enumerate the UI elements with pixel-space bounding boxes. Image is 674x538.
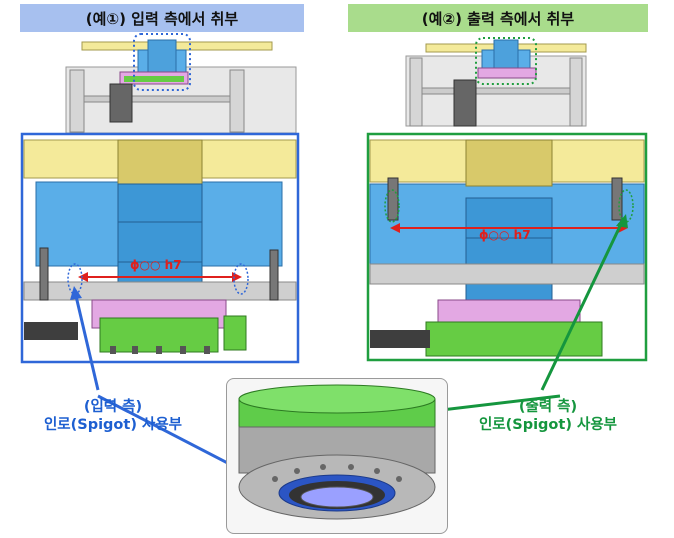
header-input-side-text: (예①) 입력 측에서 취부 xyxy=(85,9,239,28)
callout-input-line2: 인로(Spigot) 사용부 xyxy=(43,417,183,433)
header-output-side: (예②) 출력 측에서 취부 xyxy=(348,4,648,32)
detail-input-side xyxy=(20,132,300,364)
reducer-illustration xyxy=(238,384,436,520)
header-input-side: (예①) 입력 측에서 취부 xyxy=(20,4,304,32)
detail-output-side xyxy=(366,132,648,362)
callout-output-line2: 인로(Spigot) 사용부 xyxy=(478,417,618,433)
dimension-label-output: ϕ○○ h7 xyxy=(479,228,531,242)
callout-output-line1: (출력 측) xyxy=(518,399,578,415)
dimension-label-input: ϕ○○ h7 xyxy=(130,258,182,272)
reducer-photo xyxy=(226,378,448,534)
overview-left xyxy=(65,33,297,134)
callout-output-spigot: (출력 측) 인로(Spigot) 사용부 xyxy=(458,398,638,434)
callout-input-line1: (입력 측) xyxy=(83,399,143,415)
header-output-side-text: (예②) 출력 측에서 취부 xyxy=(421,9,575,28)
overview-right xyxy=(405,37,587,127)
callout-input-spigot: (입력 측) 인로(Spigot) 사용부 xyxy=(28,398,198,434)
